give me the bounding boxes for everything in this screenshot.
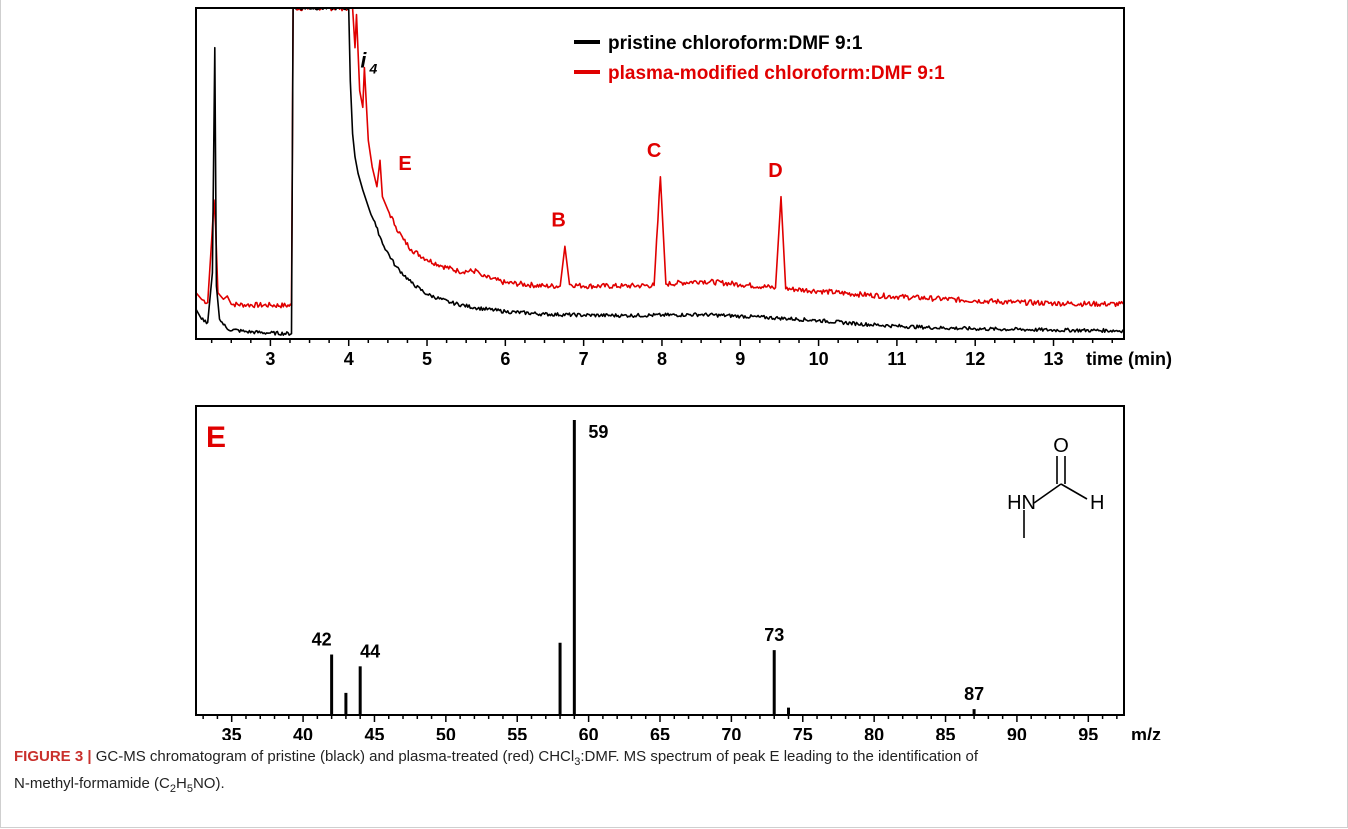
ms-tick-label: 40: [293, 725, 313, 740]
caption-text-3: N-methyl-formamide (C: [14, 775, 170, 792]
chromatogram-tick-label: 9: [735, 349, 745, 369]
chromatogram-tick-label: 6: [500, 349, 510, 369]
peak-label-c: C: [647, 140, 661, 162]
chromatogram-x-axis-label: time (min): [1086, 349, 1172, 369]
chromatogram-tick-label: 10: [809, 349, 829, 369]
caption-text-1: GC-MS chromatogram of pristine (black) a…: [91, 748, 575, 765]
ms-tick-label: 70: [721, 725, 741, 740]
ms-bars: [330, 420, 976, 715]
chromatogram-legend: pristine chloroform:DMF 9:1 plasma-modif…: [574, 33, 945, 84]
ms-bar-labels: 42 44 59 73 87: [312, 422, 984, 704]
ms-x-axis-label: m/z: [1131, 725, 1161, 740]
chromatogram-tick-label: 4: [344, 349, 354, 369]
chromatogram-tick-label: 12: [965, 349, 985, 369]
ms-bar-label-59: 59: [588, 422, 608, 442]
chromatogram-series: [197, 9, 1123, 336]
figure-label: FIGURE 3 |: [14, 748, 92, 765]
figure-caption: FIGURE 3 | GC-MS chromatogram of pristin…: [14, 746, 1324, 800]
caption-sub-2: 2: [169, 783, 176, 795]
caption-text-4: H: [175, 775, 187, 792]
ms-tick-label: 50: [436, 725, 456, 740]
chromatogram-plot-frame: [195, 7, 1125, 340]
legend-label-pristine: pristine chloroform:DMF 9:1: [608, 33, 863, 54]
structure-bond-n-c: [1033, 483, 1062, 504]
n-methylformamide-structure: O HN H: [1007, 435, 1104, 538]
chromatogram-tick-label: 3: [265, 349, 275, 369]
series-line-plasma: [197, 9, 1123, 309]
ms-bar-label-44: 44: [360, 641, 380, 661]
chromatogram-x-ticks: 3 4 5 6 7 8 9 10 11 12 13: [210, 339, 1114, 369]
ms-tick-label: 60: [579, 725, 599, 740]
ms-plot-frame: [195, 405, 1125, 716]
peak-label-b: B: [551, 209, 565, 231]
ms-bar-label-42: 42: [312, 630, 332, 650]
ms-panel-label: E: [206, 421, 226, 454]
chromatogram-tick-label: 7: [579, 349, 589, 369]
peak-label-i4-subscript: 4: [368, 61, 377, 77]
chromatogram-tick-label: 8: [657, 349, 667, 369]
structure-atom-o: O: [1053, 435, 1069, 457]
chromatogram-tick-label: 11: [887, 349, 906, 369]
ms-tick-label: 90: [1007, 725, 1027, 740]
ms-tick-label: 85: [936, 725, 956, 740]
structure-atom-nh: HN: [1007, 492, 1036, 514]
caption-sub-1: 3: [574, 756, 581, 768]
ms-tick-label: 45: [364, 725, 384, 740]
ms-tick-label: 55: [507, 725, 527, 740]
series-line-pristine: [197, 9, 1123, 336]
ms-x-ticks: 35 40 45 50 55 60 65 70 75 80 85 90 95: [202, 715, 1118, 740]
ms-bar-label-73: 73: [764, 625, 784, 645]
ms-tick-label: 35: [222, 725, 242, 740]
peak-label-d: D: [768, 160, 782, 182]
ms-bar-label-87: 87: [964, 684, 984, 704]
ms-tick-label: 65: [650, 725, 670, 740]
peak-label-e: E: [398, 153, 411, 175]
structure-bond-c-h: [1060, 483, 1088, 500]
ms-tick-label: 95: [1078, 725, 1098, 740]
chromatogram-tick-label: 13: [1044, 349, 1064, 369]
peak-label-i4: i: [360, 50, 367, 73]
structure-atom-h: H: [1090, 492, 1104, 514]
ms-tick-label: 75: [793, 725, 813, 740]
legend-label-plasma: plasma-modified chloroform:DMF 9:1: [608, 63, 945, 84]
caption-sub-3: 5: [186, 783, 193, 795]
caption-text-5: NO).: [192, 775, 225, 792]
caption-text-2: :DMF. MS spectrum of peak E leading to t…: [580, 748, 979, 765]
chromatogram-tick-label: 5: [422, 349, 432, 369]
ms-tick-label: 80: [864, 725, 884, 740]
